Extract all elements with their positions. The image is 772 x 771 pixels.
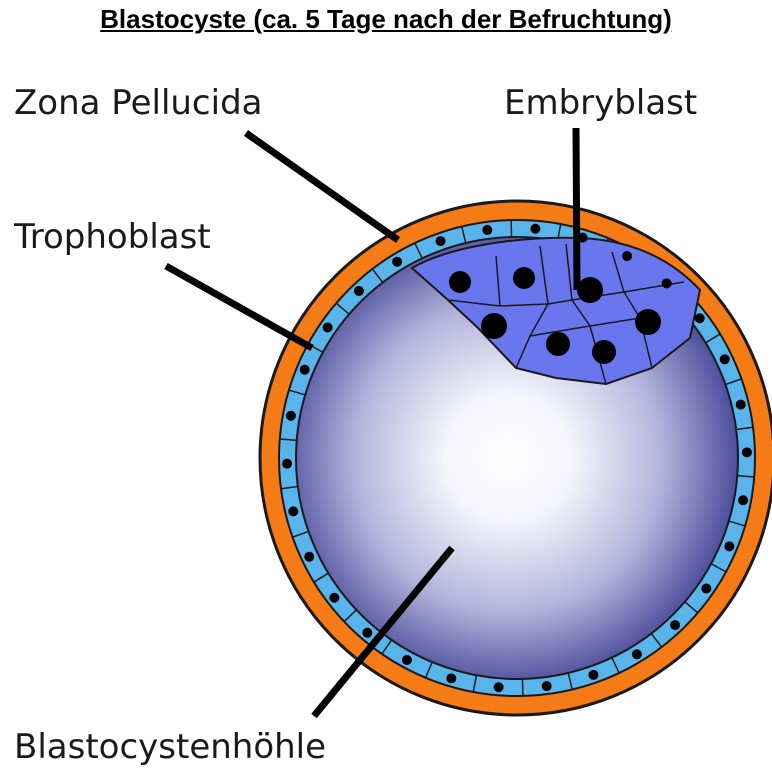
pointer-zona-pellucida — [246, 133, 398, 240]
trophoblast-nucleus — [392, 257, 402, 267]
label-cavity: Blastocystenhöhle — [14, 727, 326, 767]
pointer-embryoblast — [576, 128, 577, 290]
trophoblast-nucleus — [446, 673, 456, 683]
trophoblast-nucleus — [304, 552, 314, 562]
trophoblast-nucleus — [530, 224, 540, 234]
trophoblast-nucleus — [701, 584, 711, 594]
trophoblast-nucleus — [482, 225, 492, 235]
trophoblast-nucleus — [542, 681, 552, 691]
trophoblast-nucleus — [402, 655, 412, 665]
trophoblast-nucleus — [742, 447, 752, 457]
trophoblast-nucleus — [632, 649, 642, 659]
trophoblast-nucleus — [282, 459, 292, 469]
trophoblast-nucleus — [622, 251, 632, 261]
trophoblast-nucleus — [323, 322, 333, 332]
trophoblast-nucleus — [738, 495, 748, 505]
trophoblast-nucleus — [288, 506, 298, 516]
trophoblast-nucleus — [720, 354, 730, 364]
label-embryoblast: Embryblast — [504, 83, 697, 123]
trophoblast-nucleus — [736, 400, 746, 410]
trophoblast-nucleus — [354, 286, 364, 296]
trophoblast-nucleus — [436, 236, 446, 246]
trophoblast-nucleus — [662, 278, 672, 288]
label-trophoblast: Trophoblast — [13, 217, 211, 257]
trophoblast-nucleus — [494, 682, 504, 692]
trophoblast-nucleus — [695, 313, 705, 323]
trophoblast-nucleus — [286, 411, 296, 421]
trophoblast-nucleus — [670, 620, 680, 630]
trophoblast-nucleus — [724, 541, 734, 551]
label-zona-pellucida: Zona Pellucida — [14, 83, 263, 123]
trophoblast-nucleus — [300, 365, 310, 375]
trophoblast-nucleus — [329, 593, 339, 603]
trophoblast-nucleus — [362, 628, 372, 638]
trophoblast-nucleus — [588, 670, 598, 680]
pointer-trophoblast — [166, 266, 312, 348]
